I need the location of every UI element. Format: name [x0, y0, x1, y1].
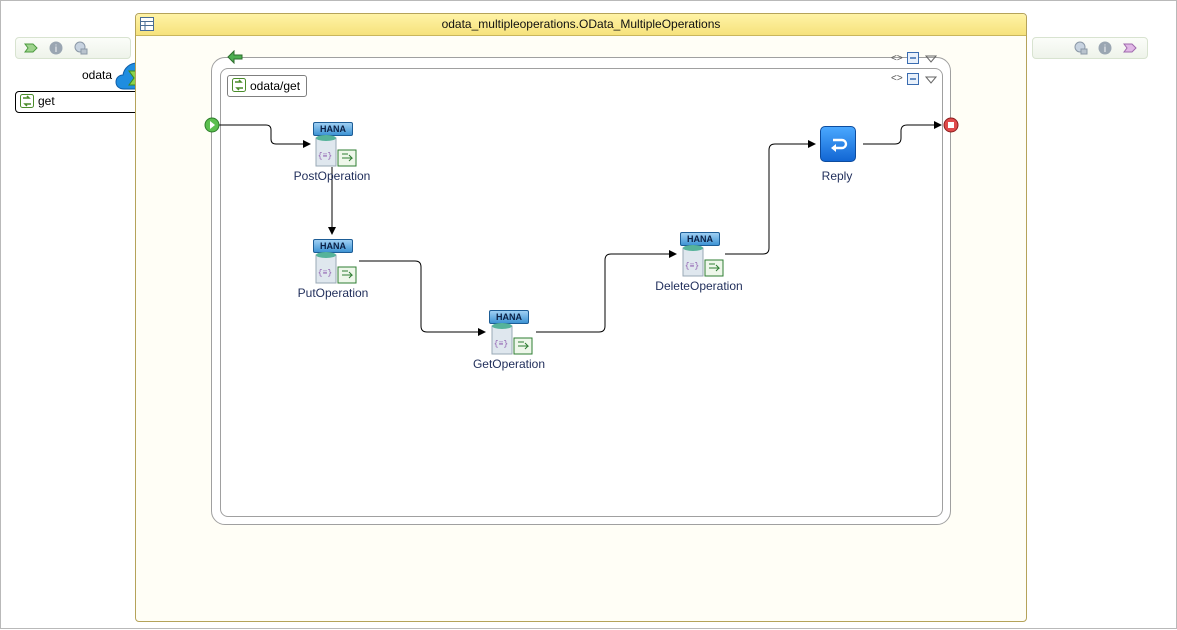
scope-label[interactable]: odata/get [227, 75, 307, 97]
table-icon [140, 17, 154, 31]
info-icon[interactable]: i [48, 40, 64, 56]
svg-text:{≡}: {≡} [685, 262, 699, 271]
operation-label: get [38, 94, 55, 108]
send-icon[interactable] [1122, 40, 1138, 56]
expand-icon[interactable]: <> [891, 53, 903, 64]
service-name: odata [82, 68, 113, 82]
info-icon[interactable]: i [1097, 40, 1113, 56]
hana-node-put[interactable]: HANA {≡} [313, 239, 357, 285]
reply-icon [831, 138, 848, 152]
svg-text:{≡}: {≡} [318, 152, 332, 161]
collapse-icon[interactable] [907, 73, 919, 85]
hana-node-get[interactable]: HANA {≡} [489, 310, 533, 356]
hana-tag: HANA [489, 310, 529, 324]
node-label-get: GetOperation [472, 357, 546, 371]
dropdown-icon[interactable] [925, 74, 937, 86]
scope-outer-top-line [243, 57, 893, 58]
hana-tag: HANA [680, 232, 720, 246]
dropdown-icon[interactable] [925, 53, 937, 65]
left-palette: i [15, 37, 131, 59]
database-icon: {≡} [315, 252, 357, 284]
receive-icon[interactable] [23, 40, 39, 56]
node-label-put: PutOperation [297, 286, 369, 300]
collapse-icon[interactable] [907, 52, 919, 64]
scope-label-text: odata/get [250, 79, 301, 93]
process-header: odata_multipleoperations.OData_MultipleO… [136, 14, 1026, 36]
hana-node-post[interactable]: HANA {≡} [313, 122, 357, 168]
operation-icon [20, 94, 34, 108]
process-title: odata_multipleoperations.OData_MultipleO… [441, 17, 721, 31]
reply-node[interactable] [820, 126, 856, 162]
svg-text:{≡}: {≡} [494, 340, 508, 349]
operation-icon [232, 78, 246, 92]
node-label-reply: Reply [821, 169, 853, 183]
hana-tag: HANA [313, 239, 353, 253]
security-icon[interactable] [73, 40, 89, 56]
hana-node-delete[interactable]: HANA {≡} [680, 232, 724, 278]
database-icon: {≡} [315, 135, 357, 167]
expand-icon[interactable]: <> [891, 73, 903, 84]
right-palette: i [1032, 37, 1148, 59]
scope-entry-icon [227, 50, 243, 64]
end-event-icon[interactable] [943, 117, 959, 133]
start-event-icon[interactable] [204, 117, 220, 133]
svg-text:{≡}: {≡} [318, 269, 332, 278]
svg-text:i: i [1104, 44, 1106, 55]
hana-tag: HANA [313, 122, 353, 136]
database-icon: {≡} [491, 323, 533, 355]
database-icon: {≡} [682, 245, 724, 277]
svg-text:i: i [55, 44, 57, 55]
security-icon[interactable] [1073, 40, 1089, 56]
node-label-delete: DeleteOperation [655, 279, 743, 293]
node-label-post: PostOperation [293, 169, 371, 183]
